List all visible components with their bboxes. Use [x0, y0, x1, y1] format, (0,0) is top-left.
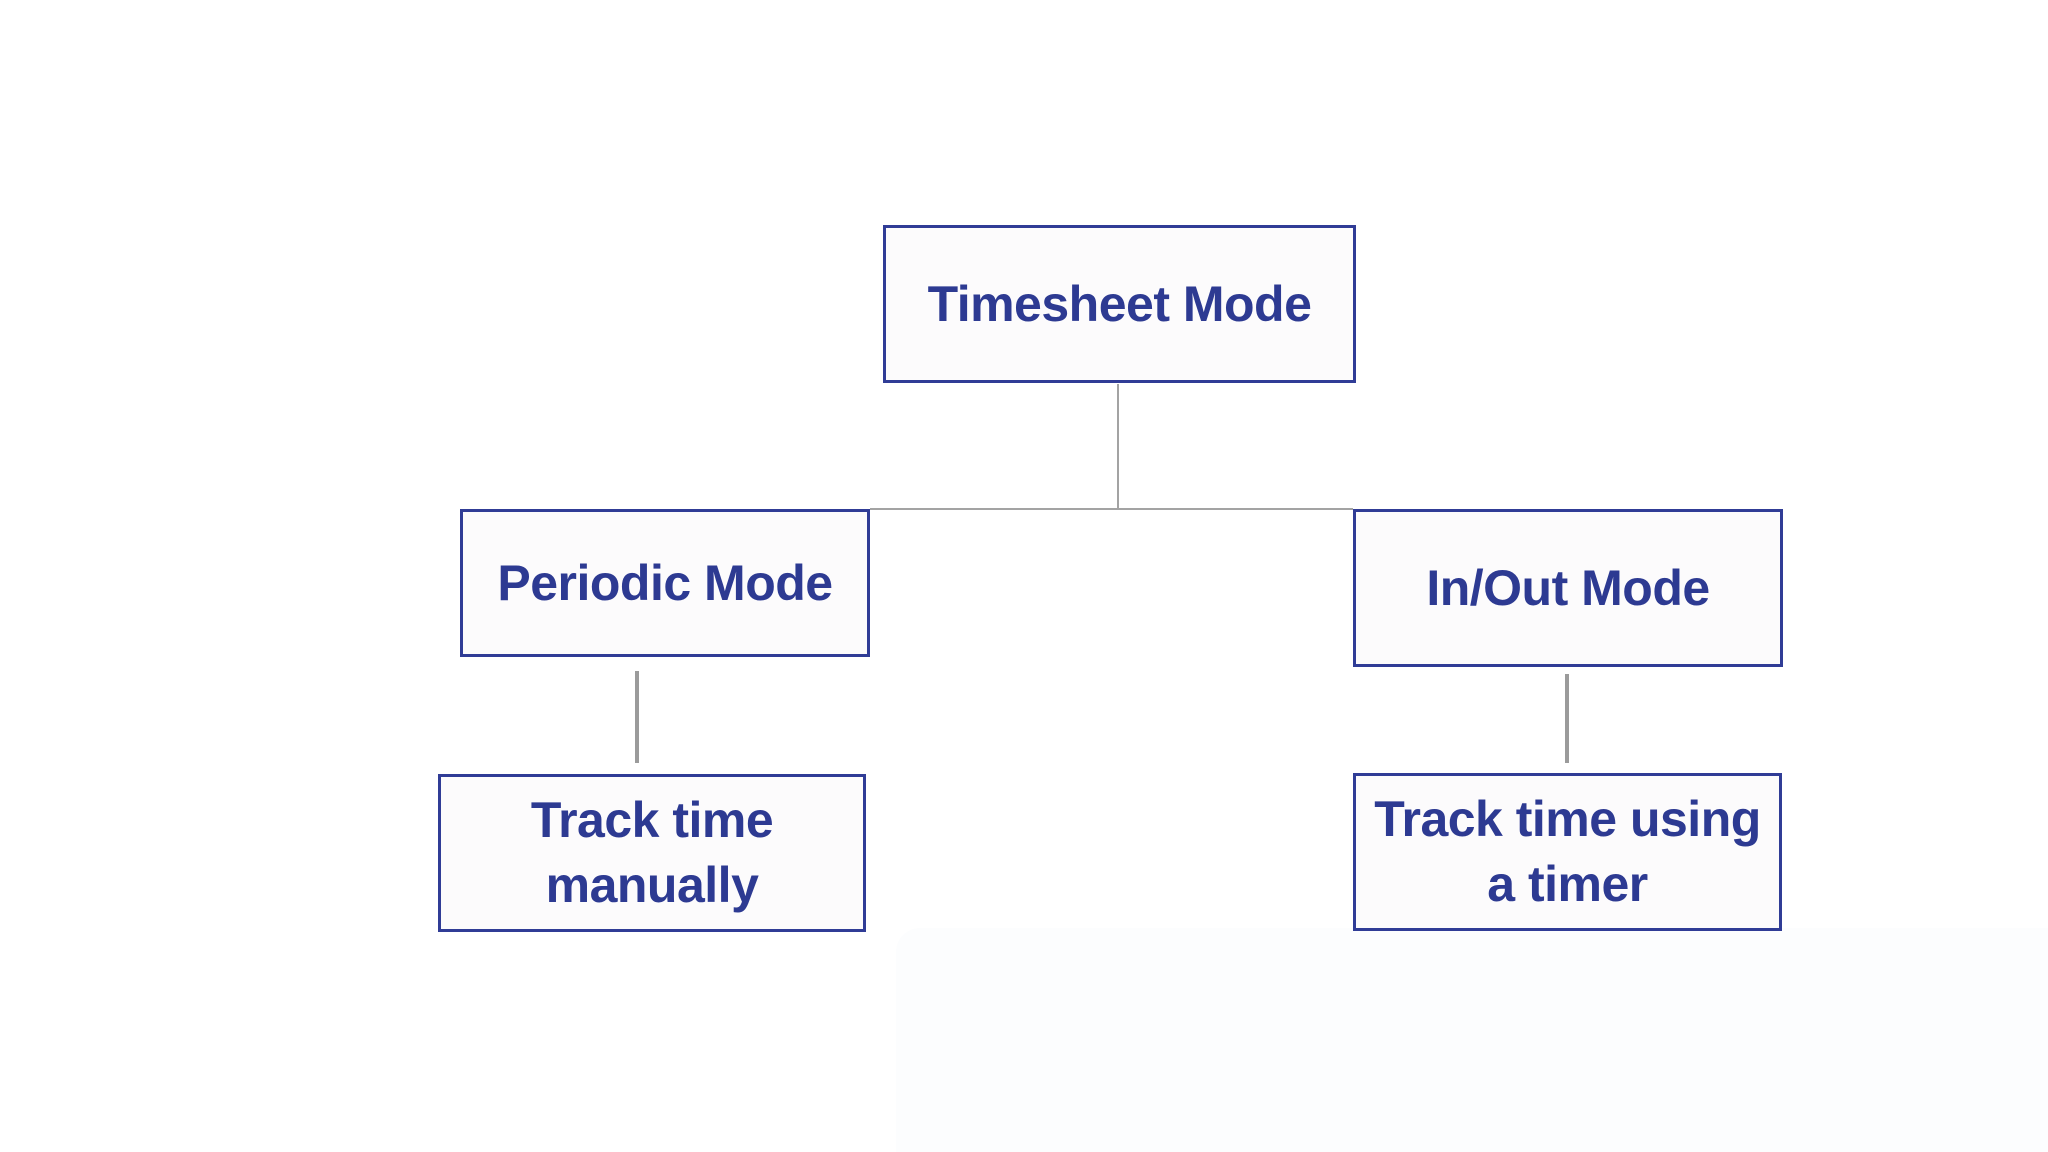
connector-inout-to-timer: [1565, 674, 1569, 763]
node-inout-mode-label: In/Out Mode: [1426, 559, 1710, 616]
bottom-panel-edge: [896, 928, 2048, 1152]
node-track-time-using-timer-label: Track time using a timer: [1374, 791, 1761, 912]
connector-periodic-to-manual: [635, 671, 639, 763]
connector-root-vertical: [1117, 384, 1119, 510]
node-periodic-mode: Periodic Mode: [460, 509, 870, 657]
connector-horizontal: [870, 508, 1353, 510]
node-track-time-using-timer: Track time using a timer: [1353, 773, 1782, 931]
node-inout-mode: In/Out Mode: [1353, 509, 1783, 667]
node-track-time-manually-label: Track time manually: [530, 792, 774, 913]
node-track-time-manually: Track time manually: [438, 774, 866, 932]
node-periodic-mode-label: Periodic Mode: [497, 554, 833, 611]
node-timesheet-mode: Timesheet Mode: [883, 225, 1356, 383]
node-timesheet-mode-label: Timesheet Mode: [927, 275, 1312, 332]
